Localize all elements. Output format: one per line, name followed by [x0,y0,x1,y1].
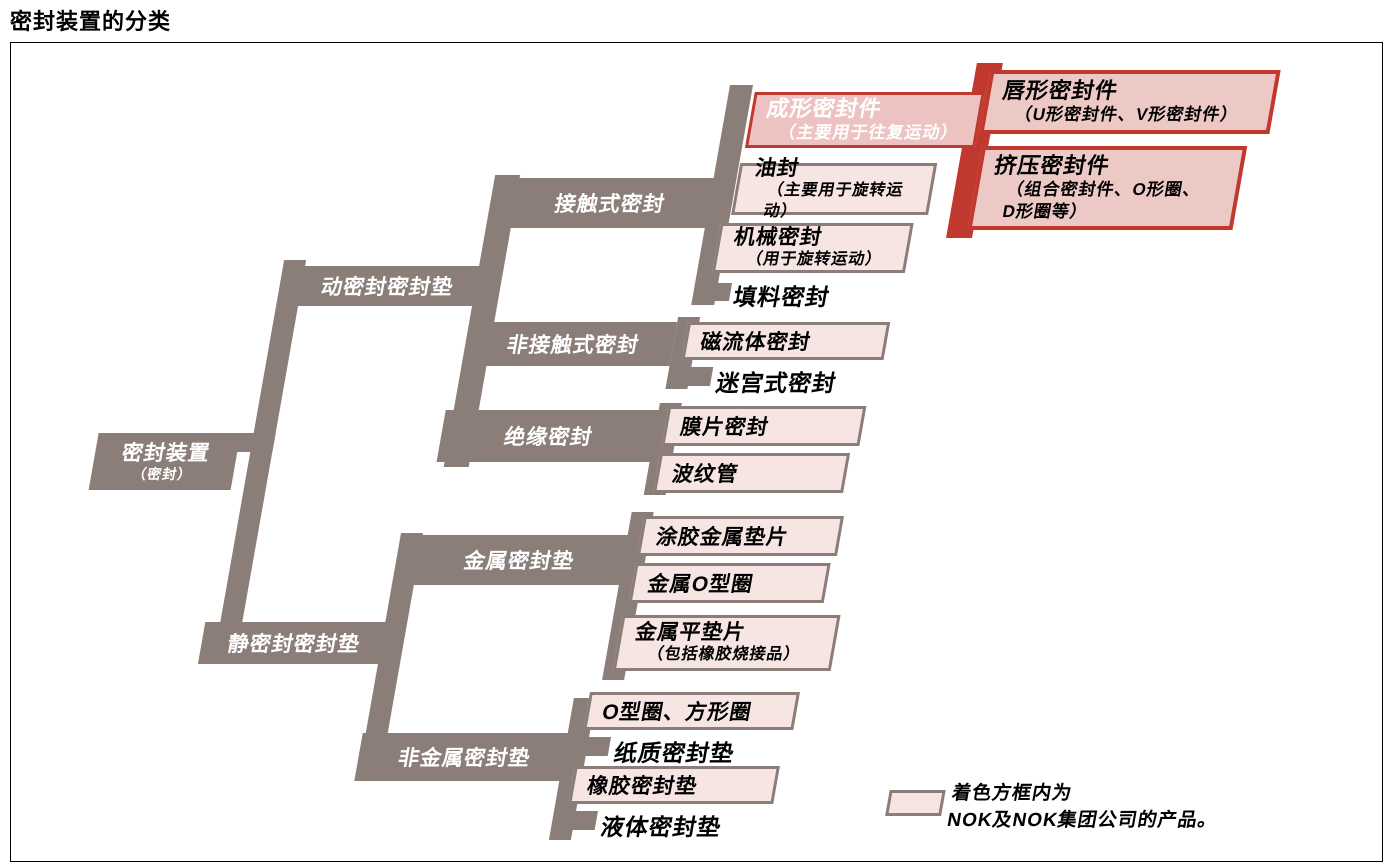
legend-text: 着色方框内为 NOK及NOK集团公司的产品。 [945,783,1220,831]
node-oil-seal-label: 油封 [753,156,802,180]
node-formed-seal-sub: （主要用于往复运动） [776,123,961,143]
node-nonmetal-gasket-label: 非金属密封垫 [396,747,533,770]
node-metal-gasket-label: 金属密封垫 [461,550,577,573]
stub-packing [712,283,733,301]
node-metal-o-ring-label: 金属O型圈 [645,573,756,596]
node-contact-seal-label: 接触式密封 [552,193,667,216]
node-contact-seal: 接触式密封 [503,178,717,228]
node-squeeze-seal-sub: （组合密封件、O形圈、 D形圈等） [1000,180,1203,222]
node-lip-seal: 唇形密封件 （U形密封件、V形密封件） [979,70,1281,134]
node-dynamic-seal-label: 动密封密封垫 [319,276,456,299]
node-static-seal: 静密封密封垫 [197,622,391,664]
node-mechanical-seal-label: 机械密封 [732,226,825,250]
node-oil-seal: 油封 （主要用于旋转运动） [731,157,938,220]
node-lip-seal-sub: （U形密封件、V形密封件） [1013,105,1241,125]
node-rubber-gasket: 橡胶密封垫 [568,766,780,804]
node-coated-metal-gasket: 涂胶金属垫片 [636,516,845,556]
node-formed-seal: 成形密封件 （主要用于往复运动） [744,92,985,148]
page-title: 密封装置的分类 [10,9,172,34]
stub-paper [583,737,612,756]
node-diaphragm-seal: 膜片密封 [661,406,867,446]
node-metal-flat-gasket-label: 金属平垫片 [633,621,748,644]
node-sealing-device-sub: （密封） [131,466,194,483]
node-static-seal-label: 静密封密封垫 [225,633,362,656]
node-insulation-seal-label: 绝缘密封 [502,426,595,449]
node-noncontact-seal-label: 非接触式密封 [505,334,642,357]
node-oil-seal-sub: （主要用于旋转运动） [762,181,905,220]
node-coated-metal-gasket-label: 涂胶金属垫片 [654,526,791,549]
node-dynamic-seal: 动密封密封垫 [295,266,481,306]
node-bellows: 波纹管 [653,453,851,493]
node-metal-flat-gasket: 金属平垫片 （包括橡胶烧接品） [612,615,841,671]
node-rubber-gasket-label: 橡胶密封垫 [585,775,700,798]
node-magnetic-fluid-seal-label: 磁流体密封 [698,331,813,354]
node-metal-gasket: 金属密封垫 [408,535,630,585]
node-insulation-seal: 绝缘密封 [436,410,661,462]
node-nonmetal-gasket: 非金属密封垫 [354,733,575,781]
node-sealing-device: 密封装置 （密封） [88,433,241,490]
node-metal-flat-gasket-sub: （包括橡胶烧接品） [646,646,803,664]
node-mechanical-seal-sub: （用于旋转运动） [744,251,884,269]
stub-labyrinth [685,367,714,386]
node-paper-gasket: 纸质密封垫 [611,740,737,766]
legend-color-swatch [885,790,946,816]
node-magnetic-fluid-seal: 磁流体密封 [681,322,891,360]
node-squeeze-seal: 挤压密封件 （组合密封件、O形圈、 D形圈等） [967,146,1248,230]
node-o-ring-square-ring-label: O型圈、方形圈 [600,701,754,724]
node-squeeze-seal-label: 挤压密封件 [992,152,1113,178]
stub-liquid [570,811,598,830]
node-diaphragm-seal-label: 膜片密封 [678,416,771,439]
node-lip-seal-label: 唇形密封件 [1000,77,1121,103]
node-bellows-label: 波纹管 [670,463,741,486]
node-packing-seal: 填料密封 [731,284,832,310]
node-sealing-device-label: 密封装置 [120,441,213,465]
node-formed-seal-label: 成形密封件 [764,95,885,121]
node-metal-o-ring: 金属O型圈 [628,563,831,603]
node-noncontact-seal: 非接触式密封 [469,322,678,366]
node-liquid-gasket: 液体密封垫 [598,814,724,840]
node-mechanical-seal: 机械密封 （用于旋转运动） [711,223,914,273]
node-labyrinth-seal: 迷宫式密封 [714,370,839,396]
node-o-ring-square-ring: O型圈、方形圈 [583,692,800,730]
